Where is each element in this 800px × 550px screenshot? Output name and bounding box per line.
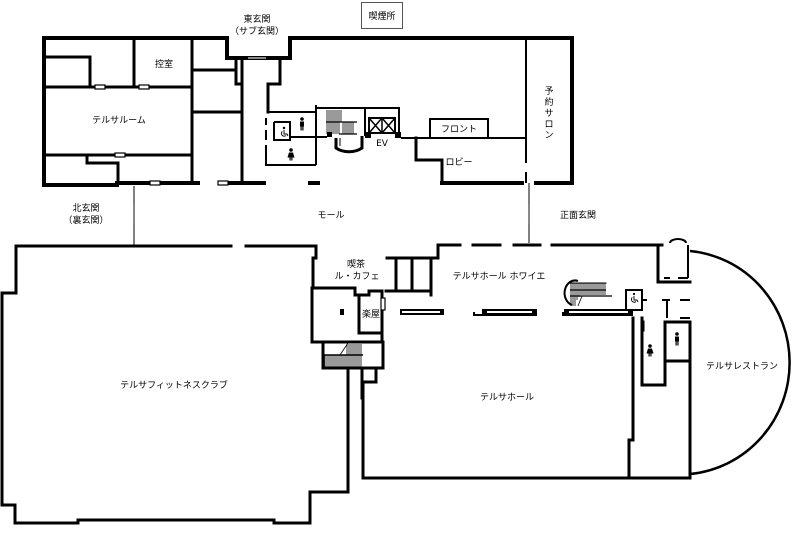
east-entrance-label: 東玄関 (243, 13, 270, 25)
stairs-icon (326, 110, 364, 154)
accessible-toilet-icon (280, 126, 289, 137)
stairs-icon (321, 340, 385, 370)
svg-text:約: 約 (544, 96, 553, 108)
svg-text:ン: ン (544, 131, 553, 141)
cafe-label-line2: ル・カフェ (334, 271, 379, 282)
door-marker (380, 297, 386, 311)
main-entrance-label: 正面玄関 (560, 209, 596, 221)
north-entrance-sub-label: （裏玄関） (63, 214, 108, 226)
door-marker (114, 152, 126, 158)
reservation-salon-label: 予 約 サ ロ ン (544, 86, 553, 141)
foyer-door[interactable] (400, 309, 444, 315)
womens-toilet-icon (646, 344, 654, 357)
svg-text:サ: サ (544, 108, 553, 119)
front-desk-label: フロント (441, 125, 477, 135)
east-entrance-sub-label: （サブ玄関） (230, 25, 284, 37)
svg-text:予: 予 (544, 86, 553, 97)
door-marker (138, 84, 150, 90)
fitness-club (0, 244, 382, 525)
green-room-label: 楽屋 (362, 308, 380, 320)
hall-label: テルサホール (480, 392, 534, 403)
north-stairs-elevator: EV (315, 107, 526, 154)
hall (340, 238, 791, 480)
telsa-room-label: テルサルーム (92, 115, 146, 126)
restaurant-wall (689, 249, 791, 476)
smoking-area[interactable]: 喫煙所 (361, 2, 403, 29)
elevator-icon[interactable] (327, 117, 401, 138)
elevator-label: EV (376, 139, 389, 149)
mall-connectors (133, 183, 530, 246)
door-marker (149, 180, 161, 186)
north-toilet-block (265, 105, 317, 166)
east-entrance-corridor (234, 56, 282, 114)
lobby-label: ロビー (445, 157, 472, 168)
north-entrance-label: 北玄関 (72, 202, 99, 214)
stairs-icon (563, 279, 612, 307)
fitness-club-label: テルサフィットネスクラブ (120, 379, 228, 391)
mens-toilet-icon (300, 117, 304, 131)
door-marker (94, 84, 106, 90)
hall-foyer-label: テルサホール ホワイエ (453, 271, 546, 282)
cafe-green-room (311, 243, 462, 482)
cafe-label-line1: 喫茶 (347, 258, 365, 270)
north-building (42, 36, 574, 187)
womens-toilet-icon (287, 148, 295, 161)
front-desk-area: フロント ロビー 予 約 サ ロ ン (429, 38, 554, 183)
accessible-toilet-icon (625, 289, 643, 311)
telsa-room-block (42, 36, 244, 186)
front-desk[interactable] (429, 118, 489, 139)
door-marker (217, 180, 229, 186)
svg-text:ロ: ロ (544, 120, 553, 130)
mall-label: モール (317, 211, 344, 221)
foyer-door[interactable] (565, 309, 631, 315)
restaurant-label: テルサレストラン (706, 361, 778, 372)
smoking-area-label: 喫煙所 (368, 12, 396, 22)
mens-toilet-icon (675, 332, 679, 346)
waiting-room-label: 控室 (155, 58, 173, 70)
foyer-door[interactable] (483, 309, 535, 315)
